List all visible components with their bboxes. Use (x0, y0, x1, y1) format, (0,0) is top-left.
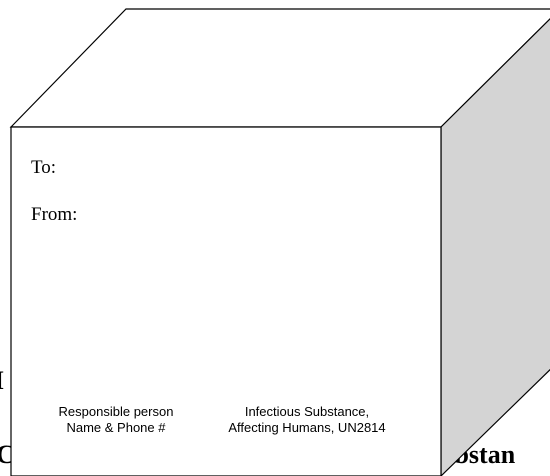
infectious-substance-label: Infectious Substance, Affecting Humans, … (212, 404, 402, 436)
background-heading-left-1: I (0, 368, 4, 394)
to-label: To: (31, 157, 57, 178)
from-label: From: (31, 204, 78, 225)
box-front-face (10, 126, 442, 476)
responsible-line-2: Name & Phone # (66, 420, 166, 435)
responsible-line-1: Responsible person (58, 404, 174, 419)
infectious-line-2: Affecting Humans, UN2814 (228, 420, 386, 435)
infectious-line-1: Infectious Substance, (244, 404, 370, 419)
responsible-person-label: Responsible person Name & Phone # (36, 404, 196, 436)
